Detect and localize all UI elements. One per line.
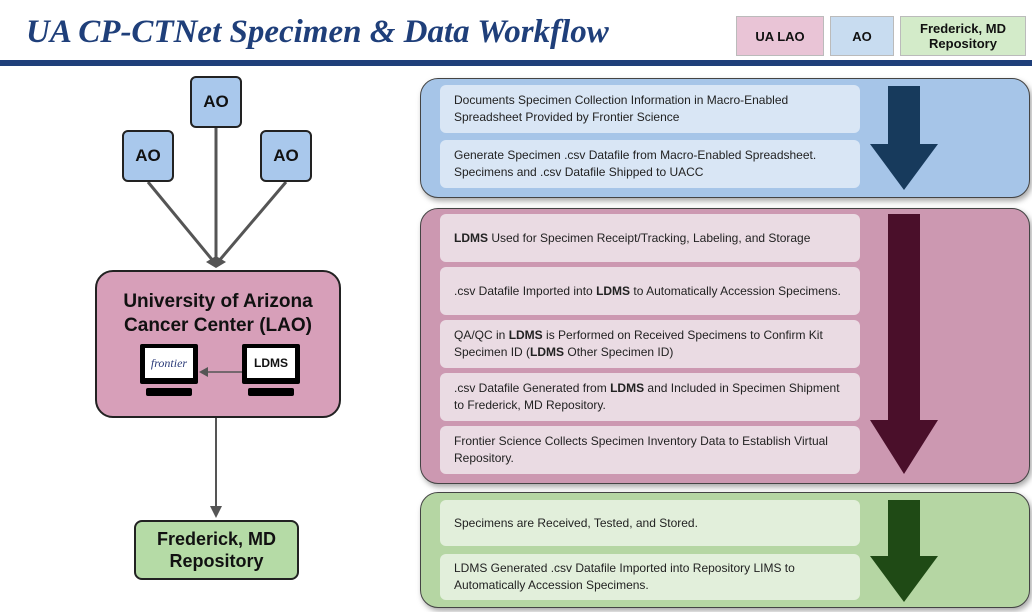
ao-node-top: AO [190, 76, 242, 128]
repository-step-1: Specimens are Received, Tested, and Stor… [440, 500, 860, 546]
lao-step-1: LDMS Used for Specimen Receipt/Tracking,… [440, 214, 860, 262]
repository-step-2: LDMS Generated .csv Datafile Imported in… [440, 554, 860, 600]
ao-flow-down-arrow [870, 86, 938, 190]
frontier-computer-icon: frontier [140, 344, 200, 402]
legend-repository: Frederick, MD Repository [900, 16, 1026, 56]
legend-ua-lao: UA LAO [736, 16, 824, 56]
junction-diamond [206, 256, 226, 268]
connector-ao-left [146, 181, 216, 263]
frontier-logo: frontier [150, 355, 188, 370]
arrowhead-repo [210, 506, 222, 518]
ao-step-2: Generate Specimen .csv Datafile from Mac… [440, 140, 860, 188]
lao-flow-down-arrow [870, 214, 938, 474]
lao-step-2: .csv Datafile Imported into LDMS to Auto… [440, 267, 860, 315]
title-underline [0, 60, 1032, 66]
lao-step-3: QA/QC in LDMS is Performed on Received S… [440, 320, 860, 368]
diagram-connectors [146, 128, 288, 518]
ldms-logo: LDMS [254, 356, 288, 370]
lao-node: University of Arizona Cancer Center (LAO… [95, 270, 341, 418]
lao-step-4: .csv Datafile Generated from LDMS and In… [440, 373, 860, 421]
legend-ao: AO [830, 16, 894, 56]
lao-step-5: Frontier Science Collects Specimen Inven… [440, 426, 860, 474]
ao-node-left: AO [122, 130, 174, 182]
ao-step-1: Documents Specimen Collection Informatio… [440, 85, 860, 133]
page-title: UA CP-CTNet Specimen & Data Workflow [26, 14, 609, 50]
repository-node: Frederick, MD Repository [134, 520, 299, 580]
ldms-computer-icon: LDMS [242, 344, 302, 402]
ao-node-right: AO [260, 130, 312, 182]
ldms-to-frontier-arrow [199, 367, 242, 377]
connector-ao-right [216, 181, 288, 263]
repository-flow-down-arrow [870, 500, 938, 602]
